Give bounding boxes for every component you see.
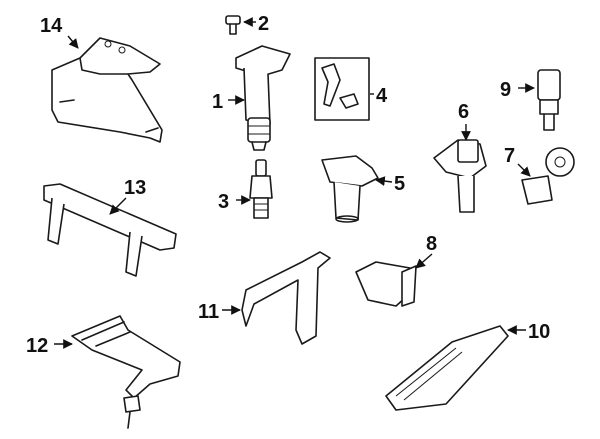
leader-13 (109, 197, 127, 215)
callout-14: 14 (40, 15, 63, 37)
callout-8: 8 (426, 233, 437, 255)
part-5-camshaft-sensor (321, 155, 379, 223)
part-6-crankshaft-sensor (433, 139, 487, 213)
part-13-rail (43, 183, 177, 277)
part-14-bracket (51, 37, 163, 143)
part-12-mount (71, 315, 181, 429)
callout-13: 13 (124, 177, 146, 199)
part-3-spark-plug (249, 159, 273, 219)
callout-3: 3 (218, 191, 229, 213)
callout-12: 12 (26, 335, 48, 357)
part-10-control-module (385, 325, 509, 411)
part-11-bracket (241, 251, 331, 345)
part-4-sensor-kit (314, 57, 370, 121)
callout-1: 1 (212, 91, 223, 113)
callout-4: 4 (376, 85, 388, 107)
part-9-temperature-sensor (537, 69, 561, 131)
callout-5: 5 (394, 173, 405, 195)
callout-2: 2 (258, 13, 269, 35)
part-1-ignition-coil (235, 45, 291, 151)
callout-10: 10 (528, 321, 550, 343)
leader-7 (517, 163, 531, 177)
part-8-map-sensor (355, 261, 417, 307)
part-2-bolt (225, 15, 241, 35)
leader-8 (415, 253, 433, 269)
callout-7: 7 (504, 145, 515, 167)
callout-9: 9 (500, 79, 511, 101)
leader-14 (67, 35, 79, 49)
leader-5 (375, 176, 393, 186)
callout-11: 11 (198, 301, 219, 323)
part-7-knock-sensor (521, 147, 575, 205)
callout-6: 6 (458, 101, 469, 123)
